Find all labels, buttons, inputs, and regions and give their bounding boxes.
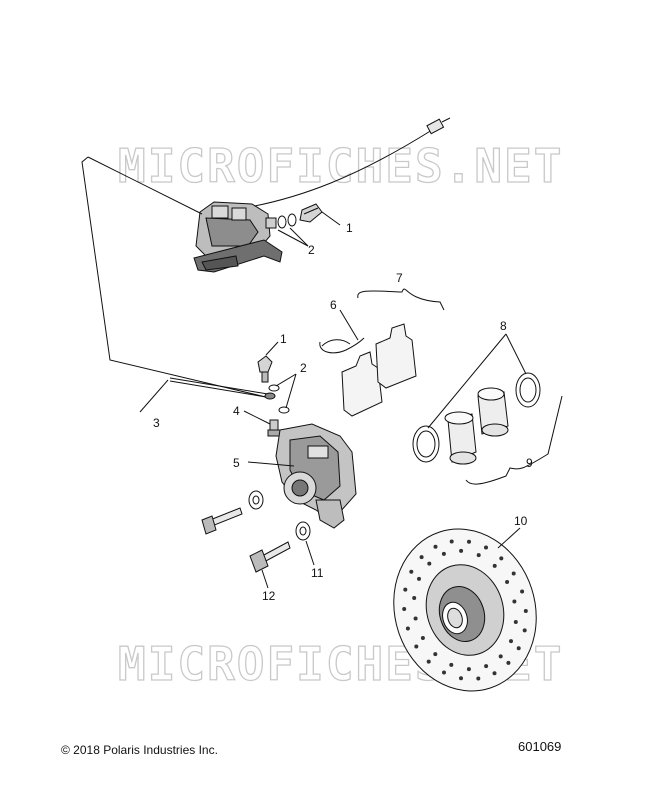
- brake-pad-left: [341, 351, 383, 417]
- rotor-hole: [476, 553, 481, 558]
- brake-pad-right: [375, 323, 417, 389]
- rotor-hole: [449, 662, 454, 667]
- callout-pad-spring: 6: [330, 298, 337, 312]
- rotor-hole: [433, 652, 438, 657]
- rotor-hole: [522, 628, 527, 633]
- rotor-hole: [459, 676, 463, 681]
- mount-bolt-upper: [201, 490, 264, 535]
- rotor-hole: [513, 620, 518, 624]
- callout-bolt: 12: [262, 589, 276, 603]
- piston-right: [477, 387, 509, 437]
- callout-master-washers: 2: [308, 243, 315, 257]
- callout-pistons-group: 9: [526, 456, 533, 470]
- rotor-hole: [420, 636, 425, 640]
- rotor-hole: [442, 670, 446, 675]
- rotor-hole: [414, 644, 419, 649]
- rotor-hole: [499, 556, 504, 561]
- rotor-hole: [509, 639, 513, 644]
- callout-bleeder: 4: [233, 404, 240, 418]
- callout-seals: 8: [500, 319, 507, 333]
- rotor-hole: [466, 667, 471, 672]
- callout-caliper-banjo-bolt: 1: [280, 332, 287, 346]
- bolt: [249, 541, 291, 573]
- leader-lines: [139, 211, 527, 589]
- rotor-hole: [427, 561, 432, 566]
- copyright-notice: © 2018 Polaris Industries Inc.: [61, 743, 218, 757]
- rotor-hole: [405, 626, 410, 631]
- rotor-hole: [511, 571, 516, 576]
- washer: [295, 521, 311, 541]
- rotor-hole: [516, 646, 521, 651]
- rotor-hole: [413, 616, 418, 621]
- rotor-hole: [476, 676, 481, 681]
- figure-number: 601069: [518, 739, 562, 754]
- rotor-hole: [498, 654, 503, 659]
- rotor-hole: [520, 589, 525, 594]
- rotor-hole: [506, 660, 511, 665]
- watermark-top: MICROFICHES.NET: [118, 139, 563, 193]
- piston-left: [444, 411, 477, 465]
- caliper: [275, 423, 357, 529]
- rotor-hole: [449, 539, 454, 544]
- rotor-hole: [467, 539, 471, 544]
- rotor-hole: [492, 671, 497, 676]
- rotor-hole: [412, 596, 417, 600]
- rotor-hole: [419, 555, 424, 560]
- callout-master-banjo-bolt: 1: [346, 221, 353, 235]
- caliper-fittings: [257, 355, 290, 414]
- rotor-hole: [426, 659, 431, 664]
- callout-rotor: 10: [514, 514, 528, 528]
- rotor-hole: [409, 569, 414, 574]
- callout-labels: 1 2 1 2 3 4 5 6 7 8 9 10 11 12: [153, 221, 533, 603]
- callout-caliper: 5: [233, 456, 240, 470]
- rotor-hole: [441, 551, 446, 556]
- rotor-hole: [417, 576, 421, 581]
- rotor-hole: [484, 664, 489, 669]
- callout-pads-group: 7: [396, 271, 403, 285]
- rotor-hole: [512, 599, 517, 604]
- rotor-hole: [484, 545, 488, 550]
- rotor-hole: [523, 609, 528, 613]
- callout-washer: 11: [311, 566, 324, 580]
- rotor-hole: [492, 563, 497, 568]
- callout-brake-line: 3: [153, 416, 160, 430]
- rotor-hole: [403, 587, 408, 592]
- seal-left: [412, 425, 440, 463]
- rotor-hole: [459, 548, 464, 553]
- master-cylinder: [193, 117, 451, 273]
- brake-line: [169, 377, 276, 400]
- seal-right: [515, 372, 541, 408]
- rotor-hole: [402, 607, 407, 611]
- pad-spring: [319, 337, 365, 354]
- brake-rotor: [393, 528, 537, 692]
- rotor-hole: [505, 580, 510, 584]
- callout-caliper-washers: 2: [300, 361, 307, 375]
- rotor-hole: [433, 544, 438, 549]
